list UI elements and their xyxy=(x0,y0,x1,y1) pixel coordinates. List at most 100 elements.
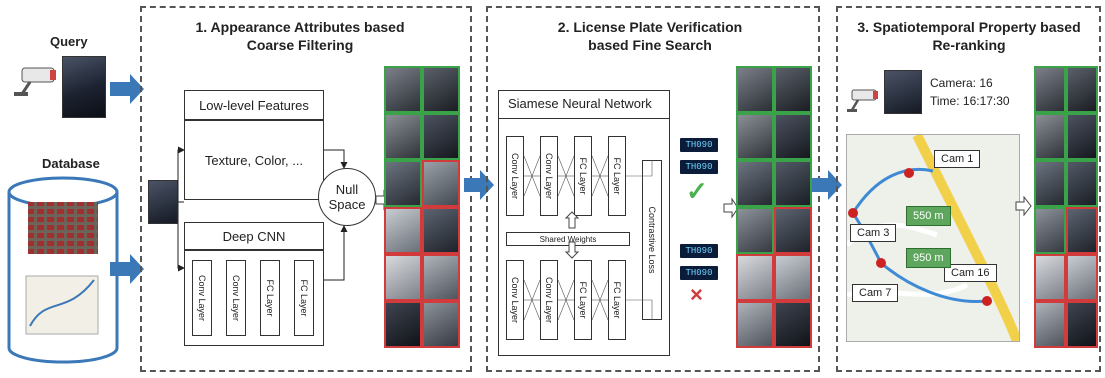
result-thumb xyxy=(774,160,812,207)
panel1-layer-2: Conv Layer xyxy=(226,260,246,336)
result-thumb xyxy=(736,66,774,113)
panel1-layer-3: FC Layer xyxy=(260,260,280,336)
panel1-title-line1: 1. Appearance Attributes based xyxy=(195,19,405,35)
texture-color-label: Texture, Color, ... xyxy=(204,152,304,168)
cross-icon: × xyxy=(690,282,703,307)
result-thumb xyxy=(384,207,422,254)
result-thumb xyxy=(1034,301,1066,348)
plate-match-2-text: TH090 xyxy=(685,162,713,172)
result-thumb xyxy=(774,113,812,160)
result-thumb xyxy=(1066,301,1098,348)
deep-cnn-label: Deep CNN xyxy=(222,228,286,244)
panel2-title-line1: 2. License Plate Verification xyxy=(557,19,743,35)
result-thumb xyxy=(1034,207,1066,254)
database-label: Database xyxy=(42,156,100,171)
plate-match-1-text: TH090 xyxy=(685,140,713,150)
siamese-divider xyxy=(498,118,670,119)
time-text: Time: 16:17:30 xyxy=(930,94,1010,108)
panel2-title-line2: based Fine Search xyxy=(588,37,712,53)
result-thumb xyxy=(384,301,422,348)
panel2-connectors xyxy=(486,6,820,372)
database-cylinder xyxy=(6,176,120,366)
cam-label-7: Cam 7 xyxy=(852,284,899,302)
result-thumb xyxy=(384,254,422,301)
camera-icon xyxy=(12,58,60,98)
query-car-image xyxy=(62,56,106,118)
cam-label-16: Cam 16 xyxy=(944,264,997,282)
panel3-title-line1: 3. Spatiotemporal Property based xyxy=(857,19,1081,35)
panel1-results-grid xyxy=(384,66,460,352)
result-thumb xyxy=(736,207,774,254)
panel1-title-line2: Coarse Filtering xyxy=(246,37,354,53)
low-level-features-box: Low-level Features xyxy=(184,90,324,120)
result-thumb xyxy=(422,254,460,301)
panel2-title: 2. License Plate Verification based Fine… xyxy=(500,18,800,54)
result-thumb xyxy=(736,254,774,301)
result-thumb xyxy=(422,160,460,207)
panel3-title-line2: Re-ranking xyxy=(932,37,1006,53)
shared-weights-box: Shared Weights xyxy=(506,232,630,246)
result-thumb xyxy=(1066,207,1098,254)
result-thumb xyxy=(1034,66,1066,113)
panel1-title: 1. Appearance Attributes based Coarse Fi… xyxy=(150,18,450,54)
null-space-line1: Null xyxy=(335,182,359,197)
panel1-layer-4: FC Layer xyxy=(294,260,314,336)
result-thumb xyxy=(422,113,460,160)
flow-arrow-2-3 xyxy=(812,170,842,200)
result-thumb xyxy=(1034,160,1066,207)
low-level-features-label: Low-level Features xyxy=(199,97,309,113)
panel-reranking xyxy=(836,6,1101,372)
texture-color-box: Texture, Color, ... xyxy=(184,120,324,200)
panel2-top-layer-2: Conv Layer xyxy=(540,136,558,216)
result-thumb xyxy=(736,301,774,348)
panel2-results-grid xyxy=(736,66,812,352)
result-thumb xyxy=(422,207,460,254)
result-thumb xyxy=(422,66,460,113)
result-thumb xyxy=(1066,160,1098,207)
cam-label-3: Cam 3 xyxy=(850,224,897,242)
query-label: Query xyxy=(50,34,88,49)
panel2-bottom-layer-3: FC Layer xyxy=(574,260,592,340)
siamese-label: Siamese Neural Network xyxy=(508,96,652,111)
panel3-arrow xyxy=(1014,195,1034,217)
result-thumb xyxy=(384,113,422,160)
flow-arrow-query xyxy=(110,74,144,104)
result-thumb xyxy=(384,160,422,207)
panel2-top-layer-4: FC Layer xyxy=(608,136,626,216)
panel2-bottom-layer-4: FC Layer xyxy=(608,260,626,340)
result-thumb xyxy=(422,301,460,348)
panel1-layer-1: Conv Layer xyxy=(192,260,212,336)
plate-nonmatch-1: TH090 xyxy=(680,244,718,258)
distance-badge-2: 950 m xyxy=(906,248,951,268)
result-thumb xyxy=(1066,254,1098,301)
shared-weights-label: Shared Weights xyxy=(539,234,597,244)
plate-nonmatch-2: TH090 xyxy=(680,266,718,280)
panel3-results-grid xyxy=(1034,66,1098,352)
panel2-bottom-layer-1: Conv Layer xyxy=(506,260,524,340)
distance-badge-1: 550 m xyxy=(906,206,951,226)
panel3-query-car xyxy=(884,70,922,114)
panel2-top-layer-3: FC Layer xyxy=(574,136,592,216)
cam-label-1: Cam 1 xyxy=(934,150,981,168)
result-thumb xyxy=(1066,66,1098,113)
panel2-top-layer-1: Conv Layer xyxy=(506,136,524,216)
result-thumb xyxy=(1034,254,1066,301)
result-thumb xyxy=(774,66,812,113)
null-space-line2: Space xyxy=(328,197,366,212)
plate-nonmatch-2-text: TH090 xyxy=(685,268,713,278)
plate-nonmatch-1-text: TH090 xyxy=(685,246,713,256)
result-thumb xyxy=(774,301,812,348)
result-thumb xyxy=(774,254,812,301)
panel3-title: 3. Spatiotemporal Property based Re-rank… xyxy=(840,18,1098,54)
plate-match-2: TH090 xyxy=(680,160,718,174)
camera-text: Camera: 16 xyxy=(930,76,993,90)
plate-match-1: TH090 xyxy=(680,138,718,152)
result-thumb xyxy=(774,207,812,254)
panel2-bottom-layer-2: Conv Layer xyxy=(540,260,558,340)
result-thumb xyxy=(1034,113,1066,160)
deep-cnn-header-box: Deep CNN xyxy=(184,222,324,250)
camera-icon xyxy=(846,84,880,114)
panel1-query-car xyxy=(148,180,178,224)
check-icon: ✓ xyxy=(686,176,708,206)
